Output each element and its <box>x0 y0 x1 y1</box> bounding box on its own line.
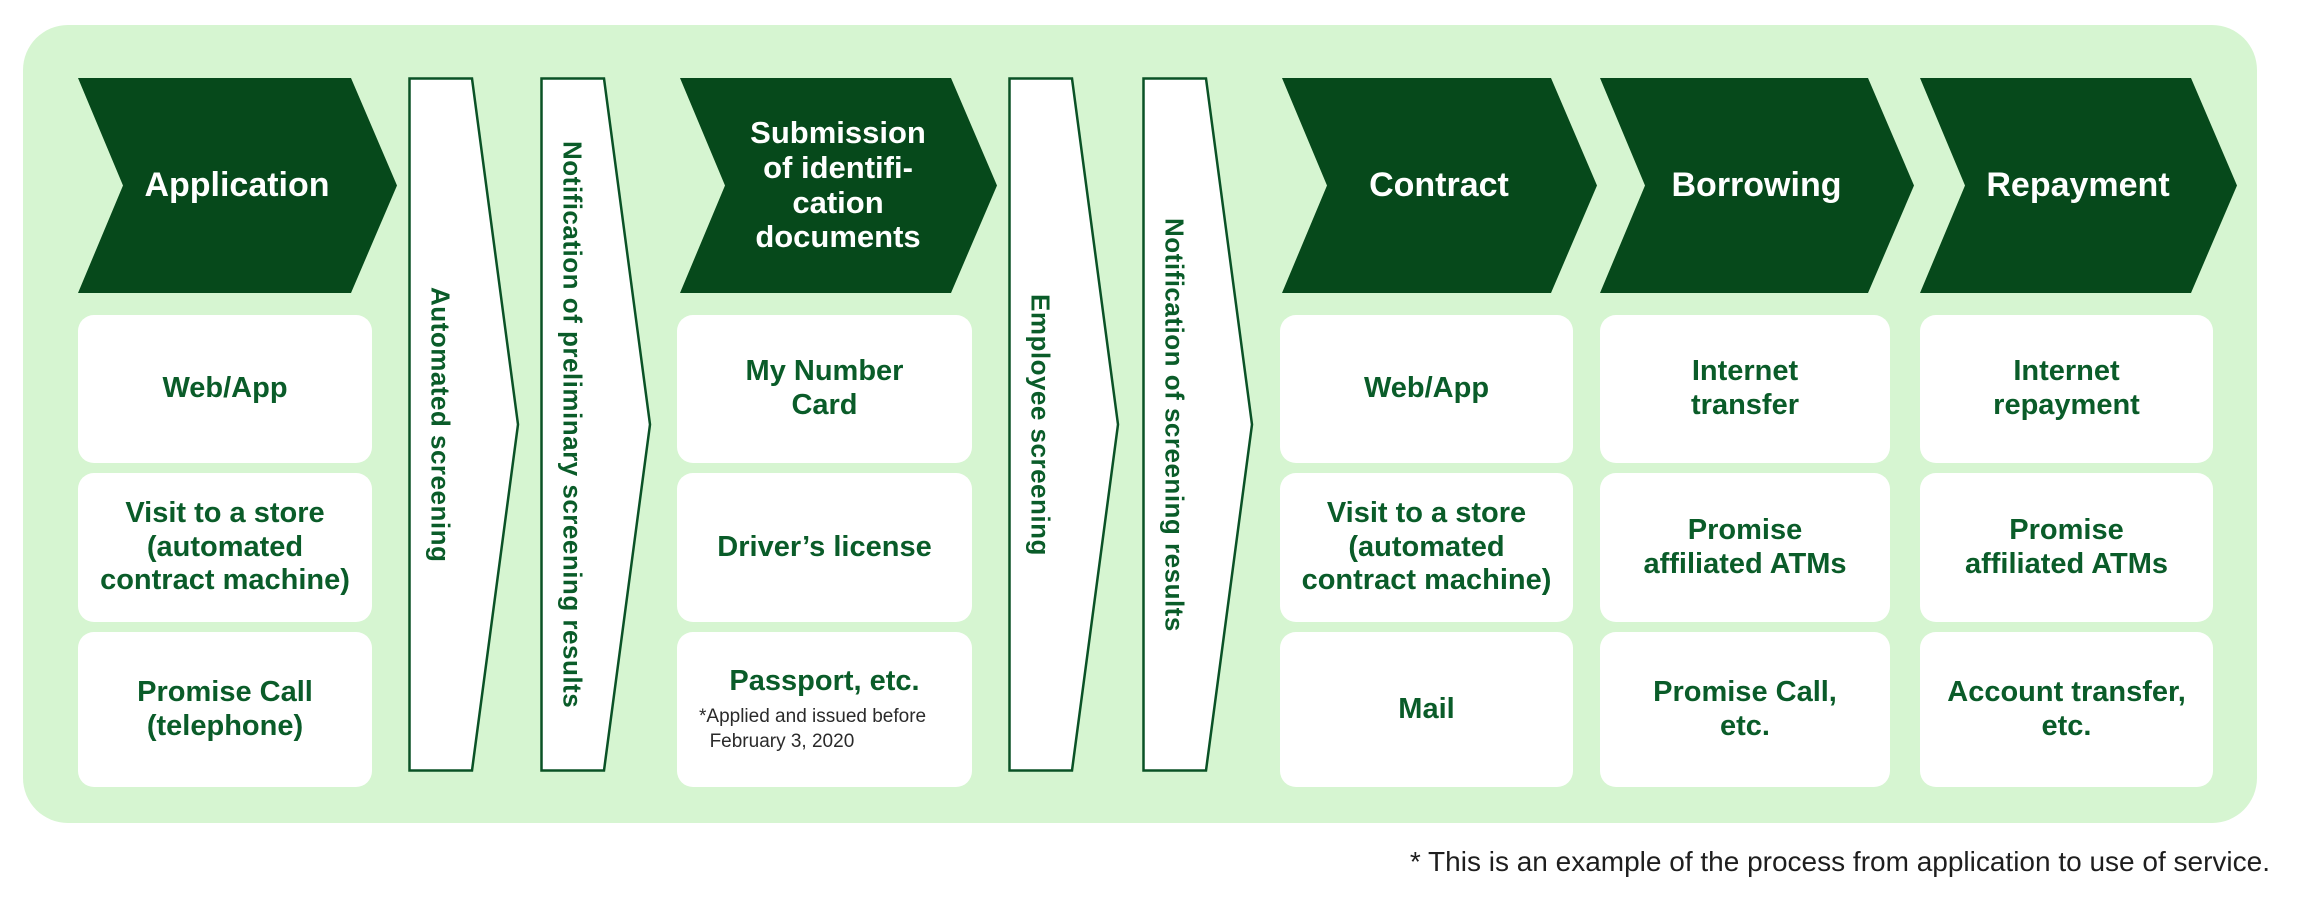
box-web-app: Web/App <box>78 315 372 463</box>
connector-notification-screening-results: Notification of screening results <box>1142 77 1206 772</box>
connector-shape-screening-results <box>1142 77 1254 772</box>
box-label: Internet repayment <box>1993 355 2140 421</box>
connector-label: Notification of preliminary screening re… <box>557 140 588 709</box>
box-label: Visit to a store (automated contract mac… <box>100 497 350 597</box>
box-label: Account transfer, etc. <box>1947 675 2186 742</box>
connector-label: Employee screening <box>1025 293 1056 556</box>
step-arrow-repayment: Repayment <box>1920 78 2237 293</box>
box-internet-repayment: Internet repayment <box>1920 315 2213 463</box>
box-promise-call-etc: Promise Call, etc. <box>1600 632 1890 787</box>
box-label: Web/App <box>1363 372 1490 405</box>
box-label: Web/App <box>162 372 288 405</box>
passport-note: *Applied and issued before February 3, 2… <box>699 706 927 752</box>
box-label: Driver’s license <box>717 530 932 563</box>
box-label: Mail <box>1398 692 1455 725</box>
box-label: Promise Call (telephone) <box>137 675 313 742</box>
step-arrow-label: Contract <box>1369 165 1509 204</box>
box-visit-store: Visit to a store (automated contract mac… <box>78 473 372 622</box>
box-mail: Mail <box>1280 632 1573 787</box>
step-arrow-label: Application <box>144 165 330 204</box>
box-drivers-license: Driver’s license <box>677 473 972 622</box>
step-arrow-contract: Contract <box>1282 78 1597 293</box>
box-account-transfer-etc: Account transfer, etc. <box>1920 632 2213 787</box>
box-internet-transfer: Internet transfer <box>1600 315 1890 463</box>
box-label: Promise affiliated ATMs <box>1643 513 1847 580</box>
connector-notification-preliminary-results: Notification of preliminary screening re… <box>540 77 604 772</box>
step-arrow-label: Borrowing <box>1671 165 1842 204</box>
step-arrow-label: Repayment <box>1986 165 2170 204</box>
box-promise-call: Promise Call (telephone) <box>78 632 372 787</box>
footnote: * This is an example of the process from… <box>1409 846 2270 877</box>
connector-shape-employee-screening <box>1008 77 1120 772</box>
step-arrow-submission-of-id-documents: Submission of identifi- cation documents <box>680 78 997 293</box>
step-arrow-application: Application <box>78 78 397 293</box>
box-label: My Number Card <box>745 355 904 421</box>
connector-employee-screening: Employee screening <box>1008 77 1072 772</box>
box-label: Visit to a store (automated contract mac… <box>1301 497 1552 597</box>
step-arrow-label: Submission of identifi- cation documents <box>750 115 926 255</box>
connector-label: Automated screening <box>425 286 456 563</box>
connector-label: Notification of screening results <box>1159 217 1190 632</box>
step-arrow-borrowing: Borrowing <box>1600 78 1914 293</box>
connector-shape-preliminary-results <box>540 77 652 772</box>
box-passport: Passport, etc. *Applied and issued befor… <box>677 632 972 787</box>
box-visit-store-contract: Visit to a store (automated contract mac… <box>1280 473 1573 622</box>
box-promise-affiliated-atms-repayment: Promise affiliated ATMs <box>1920 473 2213 622</box>
box-my-number-card: My Number Card <box>677 315 972 463</box>
box-label: Promise Call, etc. <box>1653 675 1837 742</box>
box-label: Passport, etc. <box>729 664 920 697</box>
box-web-app-contract: Web/App <box>1280 315 1573 463</box>
connector-automated-screening: Automated screening <box>408 77 472 772</box>
connector-shape-automated-screening <box>408 77 520 772</box>
box-label: Promise affiliated ATMs <box>1964 513 2168 580</box>
box-promise-affiliated-atms-borrowing: Promise affiliated ATMs <box>1600 473 1890 622</box>
box-label: Internet transfer <box>1691 355 1799 421</box>
